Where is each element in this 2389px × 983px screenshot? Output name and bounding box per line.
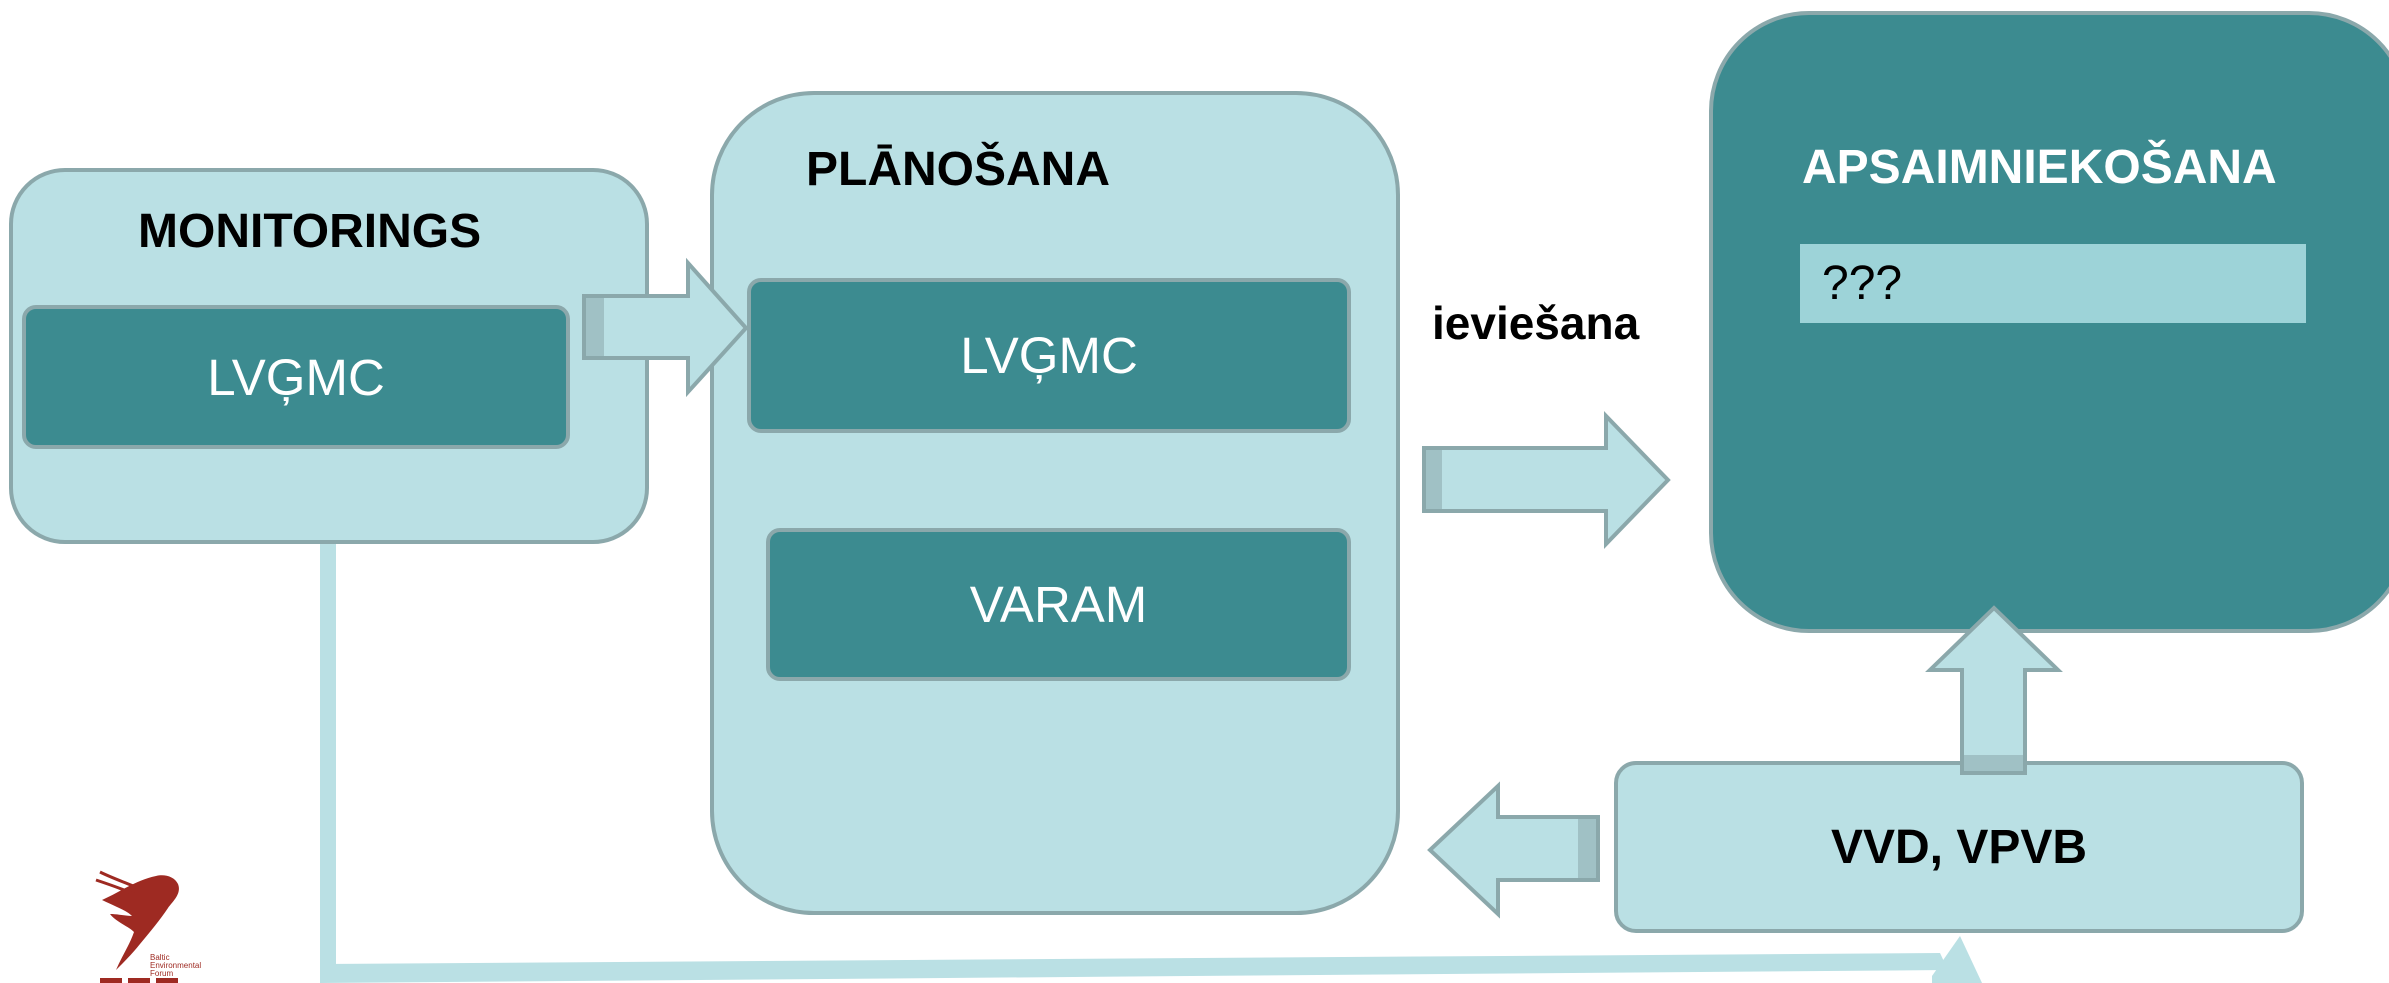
bird-logo-icon: Baltic Environmental Forum	[95, 870, 201, 983]
svg-text:Environmental: Environmental	[150, 961, 201, 970]
arrow-left-vvd-to-planosana	[1427, 781, 1600, 919]
planosana-title: PLĀNOŠANA	[806, 143, 1111, 196]
planosana-box	[710, 91, 1400, 915]
ieviesana-label: ieviešana	[1432, 297, 1640, 349]
planosana-lvgmc-block: LVĢMC	[747, 278, 1351, 433]
monitorings-lvgmc-block: LVĢMC	[22, 305, 570, 449]
vvd-vpvb-title: VVD, VPVB	[1830, 820, 2088, 874]
monitorings-title: MONITORINGS	[138, 205, 482, 258]
planosana-varam-block: VARAM	[766, 528, 1351, 681]
vvd-vpvb-box	[1614, 761, 2304, 933]
svg-text:Baltic: Baltic	[150, 953, 170, 962]
apsaimniekosana-title: APSAIMNIEKOŠANA	[1802, 141, 2277, 194]
apsaimniekosana-item: ???	[1800, 244, 2306, 323]
svg-text:Forum: Forum	[150, 969, 173, 978]
arrow-right-planosana-to-apsaimniekosana	[1422, 411, 1671, 549]
baltic-environmental-forum-logo: Baltic Environmental Forum	[90, 866, 220, 983]
